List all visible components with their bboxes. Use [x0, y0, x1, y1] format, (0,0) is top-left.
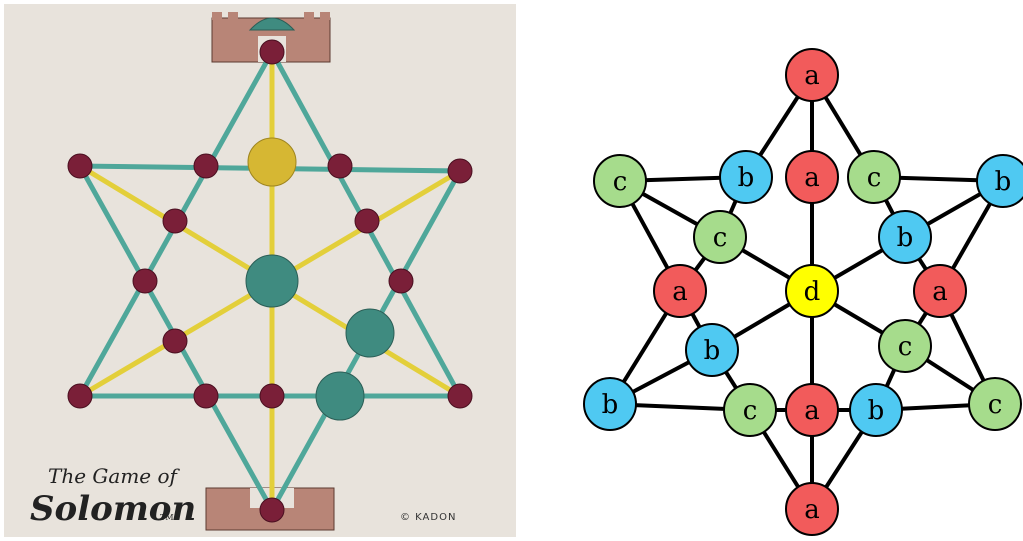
- graph-node-label: b: [995, 167, 1012, 197]
- graph-node-circle: [785, 482, 839, 536]
- game-title-line2: Solomon: [30, 489, 196, 529]
- graph-node-circle: [785, 48, 839, 102]
- graph-node-circle: [653, 264, 707, 318]
- graph-node-label: a: [804, 396, 820, 426]
- graph-node-label: c: [613, 167, 628, 197]
- teal-piece-center: [245, 254, 299, 308]
- graph-node-circle: [913, 264, 967, 318]
- board-pegs: [67, 39, 473, 523]
- graph-node-label: c: [743, 396, 758, 426]
- graph-node-circle: [878, 210, 932, 264]
- board-illustration: The Game of Solomon TM © KADON: [4, 4, 516, 537]
- graph-node-label: a: [804, 61, 820, 91]
- graph-node-label: b: [897, 223, 914, 253]
- graph-node: b: [849, 383, 903, 437]
- graph-node-circle: [685, 323, 739, 377]
- graph-node: a: [913, 264, 967, 318]
- graph-node-label: b: [602, 390, 619, 420]
- graph-node: b: [719, 150, 773, 204]
- graph-node-label: a: [804, 163, 820, 193]
- graph-node-label: a: [804, 495, 820, 525]
- graph-node-label: a: [932, 277, 948, 307]
- graph-node: c: [593, 154, 647, 208]
- graph-node-circle: [785, 383, 839, 437]
- graph-node-circle: [719, 150, 773, 204]
- graph-node-label: b: [738, 163, 755, 193]
- graph-node: a: [785, 383, 839, 437]
- graph-node-label: c: [867, 163, 882, 193]
- graph-node: b: [878, 210, 932, 264]
- graph-node: c: [847, 150, 901, 204]
- graph-node: a: [785, 48, 839, 102]
- graph-node-circle: [878, 319, 932, 373]
- graph-node: d: [785, 264, 839, 318]
- graph-node-circle: [723, 383, 777, 437]
- graph-node-circle: [976, 154, 1023, 208]
- graph-node-label: c: [898, 332, 913, 362]
- graph-node-label: a: [672, 277, 688, 307]
- graph-node-circle: [849, 383, 903, 437]
- graph-node: c: [968, 377, 1022, 431]
- graph-node-circle: [583, 377, 637, 431]
- teal-piece-right: [345, 308, 395, 358]
- teal-piece-bottom: [315, 371, 365, 421]
- graph-node: b: [583, 377, 637, 431]
- graph-node-label: c: [988, 390, 1003, 420]
- graph-node-circle: [693, 210, 747, 264]
- graph-node-circle: [593, 154, 647, 208]
- graph-node-circle: [847, 150, 901, 204]
- graph-node: a: [785, 482, 839, 536]
- game-title-line1: The Game of: [48, 464, 181, 488]
- graph-node: c: [878, 319, 932, 373]
- solomon-board-photo: The Game of Solomon TM © KADON: [4, 4, 516, 537]
- copyright-kadon: © KADON: [400, 512, 456, 523]
- graph-node-label: d: [804, 277, 821, 307]
- graph-node-label: b: [704, 336, 721, 366]
- graph-node-label: b: [868, 396, 885, 426]
- graph-node-label: c: [713, 223, 728, 253]
- trademark-mark: TM: [160, 513, 174, 522]
- graph-node-circle: [968, 377, 1022, 431]
- yellow-piece: [247, 137, 297, 187]
- graph-node: b: [976, 154, 1023, 208]
- graph-node-circle: [785, 150, 839, 204]
- graph-node: a: [653, 264, 707, 318]
- graph-node: b: [685, 323, 739, 377]
- graph-node: c: [723, 383, 777, 437]
- graph-node: c: [693, 210, 747, 264]
- graph-node: a: [785, 150, 839, 204]
- graph-node-circle: [785, 264, 839, 318]
